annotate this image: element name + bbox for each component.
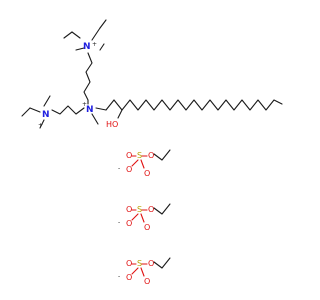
propyl-linker-left <box>51 105 85 115</box>
central-ammonium-group: N + HO <box>51 99 283 129</box>
bond <box>131 267 139 275</box>
bond <box>113 99 123 111</box>
bond <box>140 213 145 223</box>
bond <box>43 95 51 107</box>
oxygen-label: O <box>126 151 132 160</box>
ethyl-chain <box>153 257 171 269</box>
positive-charge: + <box>82 101 87 108</box>
nitrogen-label: N <box>86 105 94 115</box>
nitrogen-label: N <box>83 42 91 52</box>
oxygen-label: O <box>144 277 150 286</box>
oxygen-label: O <box>148 151 154 160</box>
hydroxyl-label: HO <box>106 120 118 129</box>
oxygen-label: O <box>144 169 150 178</box>
oxygen-label: O <box>126 219 132 228</box>
bond <box>95 107 107 111</box>
bond <box>131 213 139 221</box>
ethyl-chain <box>153 203 171 215</box>
bond <box>140 267 145 277</box>
nitrogen-label: N <box>42 110 50 120</box>
bond <box>71 31 81 39</box>
positive-charge: + <box>38 122 43 129</box>
chemical-structure-drawing: N + N + HO N + O S O O O - <box>21 19 283 286</box>
ethyl-sulfate-3: O S O O O - <box>118 257 171 286</box>
bond <box>140 159 145 169</box>
top-ammonium-group: N + <box>63 19 107 105</box>
bond <box>91 113 99 125</box>
bond <box>39 119 45 129</box>
bond <box>75 47 85 51</box>
oxygen-label: O <box>148 259 154 268</box>
oxygen-label: O <box>144 223 150 232</box>
bond <box>21 107 31 117</box>
oxygen-label: O <box>126 205 132 214</box>
bond <box>63 31 73 39</box>
ethyl-sulfate-1: O S O O O - <box>118 149 171 178</box>
ethyl-sulfate-2: O S O O O - <box>118 203 171 232</box>
bond <box>131 159 139 167</box>
oxygen-label: O <box>148 205 154 214</box>
sulfur-label: S <box>137 151 142 160</box>
negative-charge: - <box>118 165 120 172</box>
bond <box>91 27 101 41</box>
sulfur-label: S <box>137 259 142 268</box>
molecule-canvas: N + N + HO N + O S O O O - <box>21 19 283 286</box>
bond <box>29 107 41 113</box>
propyl-linker-top <box>83 52 93 105</box>
negative-charge: - <box>118 273 120 280</box>
oxygen-label: O <box>126 165 132 174</box>
negative-charge: - <box>118 219 120 226</box>
oxygen-label: O <box>126 259 132 268</box>
bond <box>99 19 107 29</box>
sulfur-label: S <box>137 205 142 214</box>
bond <box>99 43 105 51</box>
hexadecyl-chain <box>121 99 283 111</box>
oxygen-label: O <box>126 273 132 282</box>
ethyl-chain <box>153 149 171 161</box>
left-ammonium-group: N + <box>21 95 51 129</box>
bond <box>117 109 123 119</box>
positive-charge: + <box>92 41 97 48</box>
bond <box>105 99 115 111</box>
